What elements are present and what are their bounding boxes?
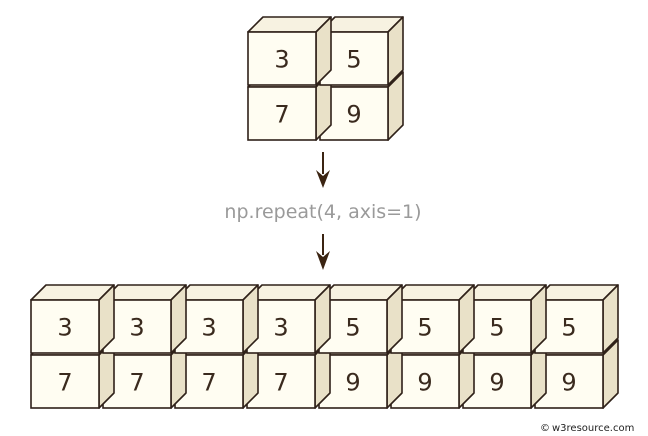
cube-cell: 3 <box>247 16 332 86</box>
cube-value: 7 <box>201 369 216 397</box>
cube-value: 3 <box>129 314 144 342</box>
cube-value: 5 <box>561 314 576 342</box>
cube-cell: 3 <box>30 284 115 354</box>
cube-cell: 5 <box>534 284 619 354</box>
cube-value: 9 <box>417 369 432 397</box>
cube-front-face <box>247 86 317 141</box>
cube-value: 7 <box>129 369 144 397</box>
cube-value: 5 <box>345 314 360 342</box>
cube-value: 9 <box>345 369 360 397</box>
cube-front-face <box>247 31 317 86</box>
output-array: 9 9 9 9 7 7 7 7 5 5 5 5 3 3 3 3 <box>30 284 619 409</box>
cube-value: 9 <box>489 369 504 397</box>
arrow-down-icon <box>316 234 330 270</box>
cube-cell: 5 <box>319 16 404 86</box>
cube-cell: 5 <box>462 284 547 354</box>
cube-cell: 3 <box>102 284 187 354</box>
cube-value: 3 <box>57 314 72 342</box>
cube-cell: 5 <box>318 284 403 354</box>
operation-label: np.repeat(4, axis=1) <box>224 201 421 223</box>
cube-value: 3 <box>274 46 289 74</box>
cube-value: 5 <box>417 314 432 342</box>
cube-value: 7 <box>274 101 289 129</box>
cube-front-face <box>30 299 100 354</box>
cube-value: 5 <box>346 46 361 74</box>
input-array: 9 7 5 3 <box>247 16 404 141</box>
credit: © w3resource.com <box>540 423 634 434</box>
cube-value: 7 <box>273 369 288 397</box>
cube-value: 7 <box>57 369 72 397</box>
cube-value: 5 <box>489 314 504 342</box>
credit-text: w3resource.com <box>552 423 634 434</box>
cube-cell: 5 <box>390 284 475 354</box>
arrow-down-icon <box>316 152 330 188</box>
cube-value: 3 <box>201 314 216 342</box>
cube-value: 3 <box>273 314 288 342</box>
copyright-icon: © <box>540 423 550 434</box>
cube-value: 9 <box>346 101 361 129</box>
cube-cell: 3 <box>246 284 331 354</box>
cube-value: 9 <box>561 369 576 397</box>
cube-cell: 3 <box>174 284 259 354</box>
cube-front-face <box>30 354 100 409</box>
